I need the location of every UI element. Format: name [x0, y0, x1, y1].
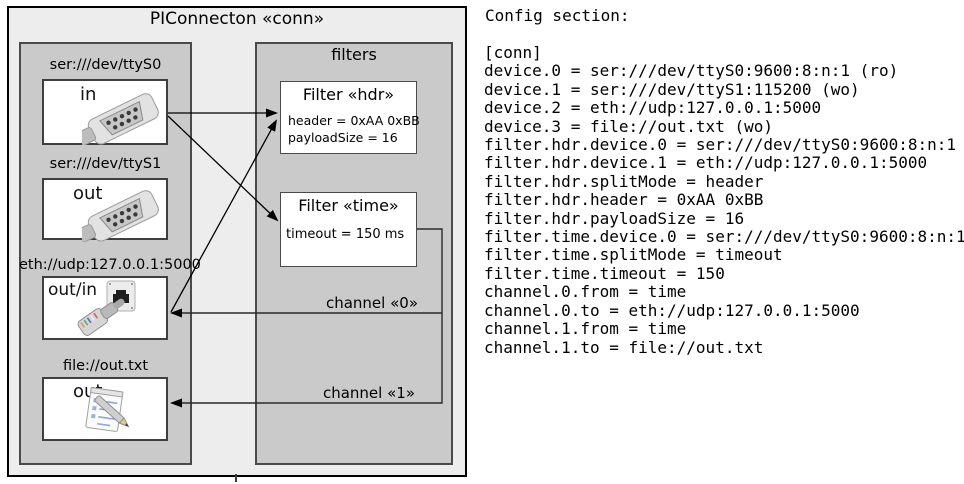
- port-label: in: [80, 84, 97, 105]
- device-label-eth: eth://udp:127.0.0.1:5000: [19, 257, 201, 273]
- channel-1-label: channel «1»: [322, 384, 415, 402]
- filter-hdr-box: Filter «hdr» header = 0xAA 0xBB payloadS…: [280, 81, 420, 154]
- ethernet-plug-icon: [77, 298, 125, 336]
- port-label: out/in: [48, 280, 98, 300]
- device-box-ttys1: out: [42, 178, 168, 242]
- border-junction-tick: [235, 474, 237, 482]
- filter-hdr-param-header: header = 0xAA 0xBB: [288, 113, 420, 128]
- filter-time-box: Filter «time» timeout = 150 ms: [280, 192, 417, 267]
- notepad-icon: [85, 387, 130, 432]
- filter-time-title: Filter «time»: [298, 196, 399, 215]
- channel-0-label: channel «0»: [325, 294, 418, 312]
- port-label: out: [73, 183, 103, 204]
- filters-panel-title: filters: [331, 45, 377, 64]
- filter-hdr-title: Filter «hdr»: [302, 85, 395, 104]
- device-box-file: out: [42, 377, 168, 441]
- serial-connector-icon: [82, 190, 159, 242]
- filter-time-param-timeout: timeout = 150 ms: [286, 227, 405, 242]
- device-box-ttys0: in: [42, 79, 168, 145]
- device-label-ttys0: ser:///dev/ttyS0: [49, 57, 162, 73]
- filter-hdr-param-payloadsize: payloadSize = 16: [288, 130, 398, 145]
- config-section-heading: Config section:: [485, 6, 630, 25]
- config-text: [conn] device.0 = ser:///dev/ttyS0:9600:…: [484, 43, 964, 357]
- device-box-eth: out/in: [42, 276, 168, 340]
- device-label-ttys1: ser:///dev/ttyS1: [49, 156, 162, 172]
- diagram-title: PIConnecton «conn»: [149, 9, 325, 29]
- serial-connector-icon: [82, 93, 159, 145]
- device-label-file: file://out.txt: [62, 358, 149, 374]
